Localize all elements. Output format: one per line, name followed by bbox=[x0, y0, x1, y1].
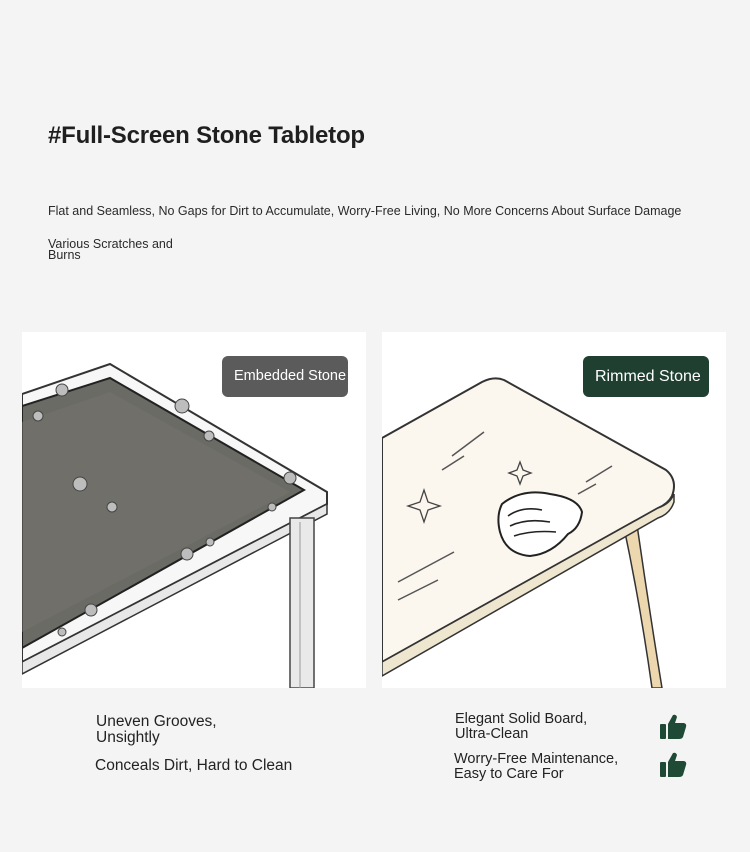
embedded-stone-panel: Embedded Stone bbox=[22, 332, 366, 688]
right-point-2: Worry-Free Maintenance, Easy to Care For bbox=[454, 751, 619, 782]
page-subtitle: Flat and Seamless, No Gaps for Dirt to A… bbox=[48, 204, 682, 218]
page-title: #Full-Screen Stone Tabletop bbox=[48, 122, 365, 149]
embedded-stone-table-illustration bbox=[22, 362, 328, 688]
thumbs-up-icon bbox=[660, 752, 687, 777]
left-point-2: Conceals Dirt, Hard to Clean bbox=[95, 757, 293, 774]
page-subtitle-continued: Various Scratches and Burns bbox=[48, 237, 173, 262]
rimmed-stone-badge: Rimmed Stone bbox=[583, 356, 709, 397]
left-point-1: Uneven Grooves, Unsightly bbox=[96, 713, 217, 746]
embedded-stone-badge: Embedded Stone bbox=[222, 356, 348, 397]
rimmed-stone-panel: Rimmed Stone bbox=[382, 332, 726, 688]
thumbs-up-icon bbox=[660, 714, 687, 739]
rimmed-stone-table-illustration bbox=[382, 377, 675, 688]
right-point-1: Elegant Solid Board, Ultra-Clean bbox=[455, 711, 588, 742]
